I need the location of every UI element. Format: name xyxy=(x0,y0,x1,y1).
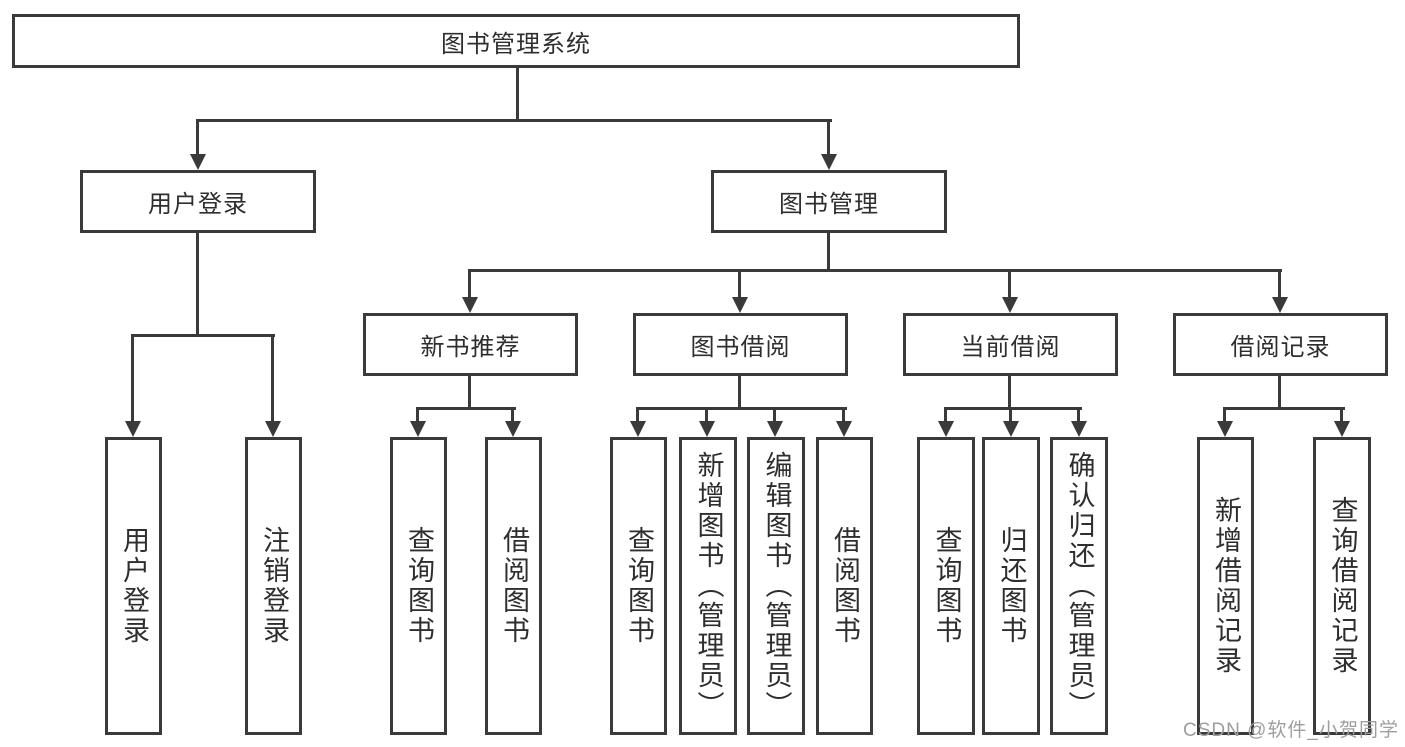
node-book-borrowing-label: 图书借阅 xyxy=(690,334,791,361)
leaf-cur-confirm-return-admin-label: 确认归还（管理员） xyxy=(1064,451,1095,721)
connector-hline xyxy=(468,269,1282,272)
leaf-bor-borrow-books-label: 借阅图书 xyxy=(830,526,860,646)
leaf-add-borrow-record: 新增借阅记录 xyxy=(1197,437,1254,735)
node-book-management: 图书管理 xyxy=(711,170,947,233)
leaf-query-borrow-record: 查询借阅记录 xyxy=(1313,437,1371,735)
leaf-cur-query-books: 查询图书 xyxy=(917,437,975,735)
node-user-login: 用户登录 xyxy=(80,170,316,233)
connector-vline xyxy=(1009,407,1012,423)
connector-hline xyxy=(636,407,847,410)
leaf-cur-query-books-label: 查询图书 xyxy=(931,526,962,646)
node-borrowing-records-label: 借阅记录 xyxy=(1230,334,1331,361)
node-borrowing-records: 借阅记录 xyxy=(1173,313,1388,376)
arrow-down-icon xyxy=(699,421,715,437)
leaf-bor-query-books: 查询图书 xyxy=(610,437,667,735)
connector-vline xyxy=(468,376,471,410)
connector-vline xyxy=(511,407,514,423)
connector-hline xyxy=(1223,407,1345,410)
arrow-down-icon xyxy=(125,421,141,437)
arrow-down-icon xyxy=(410,421,426,437)
connector-vline xyxy=(1008,269,1011,299)
connector-vline xyxy=(636,407,639,423)
arrow-down-icon xyxy=(1071,421,1087,437)
connector-vline xyxy=(196,233,199,337)
arrow-down-icon xyxy=(732,297,748,313)
connector-hline xyxy=(196,119,832,122)
connector-vline xyxy=(705,407,708,423)
node-user-login-label: 用户登录 xyxy=(148,191,248,218)
connector-hline xyxy=(416,407,516,410)
connector-vline xyxy=(1077,407,1080,423)
connector-hline xyxy=(131,334,275,337)
arrow-down-icon xyxy=(1334,421,1350,437)
leaf-user-login: 用户登录 xyxy=(105,437,162,735)
leaf-user-login-label: 用户登录 xyxy=(119,526,149,646)
connector-vline xyxy=(1223,407,1226,423)
leaf-query-borrow-record-label: 查询借阅记录 xyxy=(1327,496,1358,676)
leaf-bor-edit-books-admin-label: 编辑图书（管理员） xyxy=(761,451,792,721)
arrow-down-icon xyxy=(1217,421,1233,437)
watermark-text: CSDN @软件_小贺同学 xyxy=(1183,720,1399,741)
connector-vline xyxy=(1278,269,1281,299)
leaf-logout: 注销登录 xyxy=(245,437,302,735)
node-new-book-recommend-label: 新书推荐 xyxy=(420,334,521,361)
arrow-down-icon xyxy=(1003,421,1019,437)
leaf-cur-return-books-label: 归还图书 xyxy=(996,526,1027,646)
leaf-rec-query-books-label: 查询图书 xyxy=(404,526,434,646)
arrow-down-icon xyxy=(1272,297,1288,313)
connector-hline xyxy=(944,407,1082,410)
node-book-borrowing: 图书借阅 xyxy=(633,313,848,376)
connector-vline xyxy=(773,407,776,423)
node-book-management-label: 图书管理 xyxy=(779,191,879,218)
leaf-rec-borrow-books: 借阅图书 xyxy=(485,437,542,735)
arrow-down-icon xyxy=(462,297,478,313)
connector-vline xyxy=(516,68,519,121)
connector-vline xyxy=(738,376,741,410)
connector-vline xyxy=(738,269,741,299)
connector-vline xyxy=(1008,376,1011,410)
arrow-down-icon xyxy=(190,154,206,170)
leaf-logout-label: 注销登录 xyxy=(259,526,289,646)
arrow-down-icon xyxy=(938,421,954,437)
node-current-borrowing: 当前借阅 xyxy=(903,313,1118,376)
arrow-down-icon xyxy=(836,421,852,437)
connector-vline xyxy=(271,334,274,422)
arrow-down-icon xyxy=(265,421,281,437)
leaf-cur-return-books: 归还图书 xyxy=(982,437,1040,735)
arrow-down-icon xyxy=(1002,297,1018,313)
connector-vline xyxy=(944,407,947,423)
connector-vline xyxy=(131,334,134,422)
connector-vline xyxy=(196,119,199,158)
leaf-cur-confirm-return-admin: 确认归还（管理员） xyxy=(1050,437,1108,735)
leaf-bor-add-books-admin: 新增图书（管理员） xyxy=(679,437,737,735)
arrow-down-icon xyxy=(767,421,783,437)
connector-vline xyxy=(1340,407,1343,423)
connector-vline xyxy=(827,119,830,158)
node-current-borrowing-label: 当前借阅 xyxy=(960,334,1061,361)
connector-vline xyxy=(827,233,830,272)
connector-vline xyxy=(416,407,419,423)
leaf-rec-query-books: 查询图书 xyxy=(390,437,447,735)
node-new-book-recommend: 新书推荐 xyxy=(363,313,578,376)
connector-vline xyxy=(1278,376,1281,410)
node-root-label: 图书管理系统 xyxy=(441,30,591,58)
leaf-bor-borrow-books: 借阅图书 xyxy=(816,437,873,735)
arrow-down-icon xyxy=(505,421,521,437)
connector-vline xyxy=(842,407,845,423)
arrow-down-icon xyxy=(821,154,837,170)
connector-vline xyxy=(468,269,471,299)
leaf-bor-query-books-label: 查询图书 xyxy=(624,526,654,646)
leaf-bor-add-books-admin-label: 新增图书（管理员） xyxy=(693,451,724,721)
leaf-bor-edit-books-admin: 编辑图书（管理员） xyxy=(747,437,805,735)
leaf-add-borrow-record-label: 新增借阅记录 xyxy=(1211,496,1241,676)
leaf-rec-borrow-books-label: 借阅图书 xyxy=(499,526,529,646)
node-root: 图书管理系统 xyxy=(12,14,1020,68)
arrow-down-icon xyxy=(630,421,646,437)
